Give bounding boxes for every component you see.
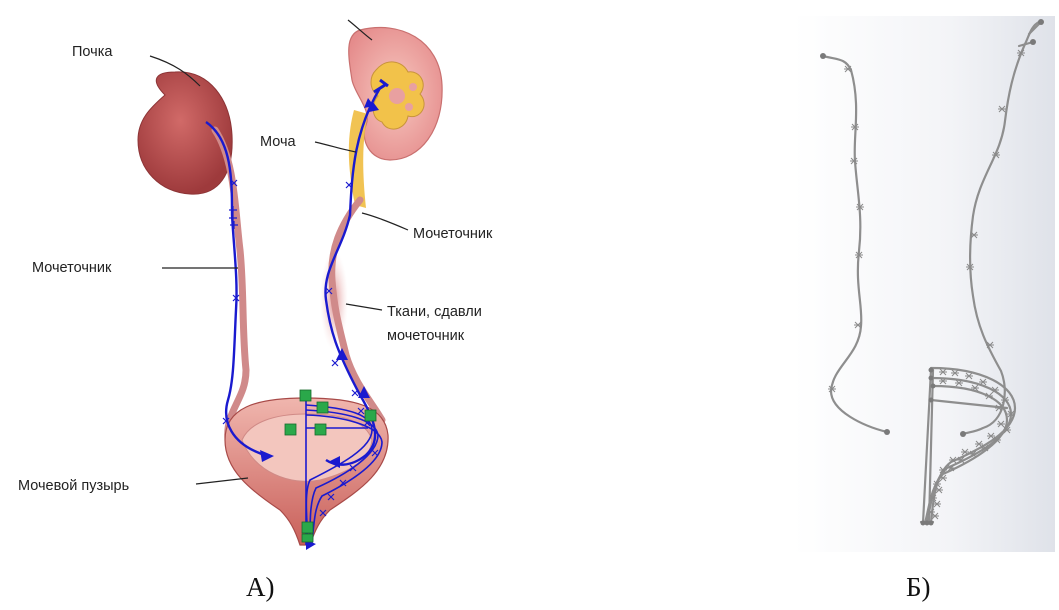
cad-model-panel [793,16,1055,552]
panel-a-caption: А) [246,572,275,603]
anatomy-svg: Почка Моча Мочеточник Мочеточник Ткани, … [10,10,545,550]
viewport-background [793,16,1055,552]
label-tissue-line1: Ткани, сдавли [387,304,482,320]
label-ureter-left: Мочеточник [32,260,112,276]
label-urine: Моча [260,134,297,150]
label-kidney: Почка [72,44,113,60]
cad-model-svg [793,16,1055,552]
anatomy-illustration-panel: Почка Моча Мочеточник Мочеточник Ткани, … [10,10,545,550]
label-bladder: Мочевой пузырь [18,478,129,494]
label-ureter-right: Мочеточник [413,226,493,242]
panel-b-caption: Б) [906,572,931,603]
label-tissue-line2: мочеточник [387,328,465,344]
